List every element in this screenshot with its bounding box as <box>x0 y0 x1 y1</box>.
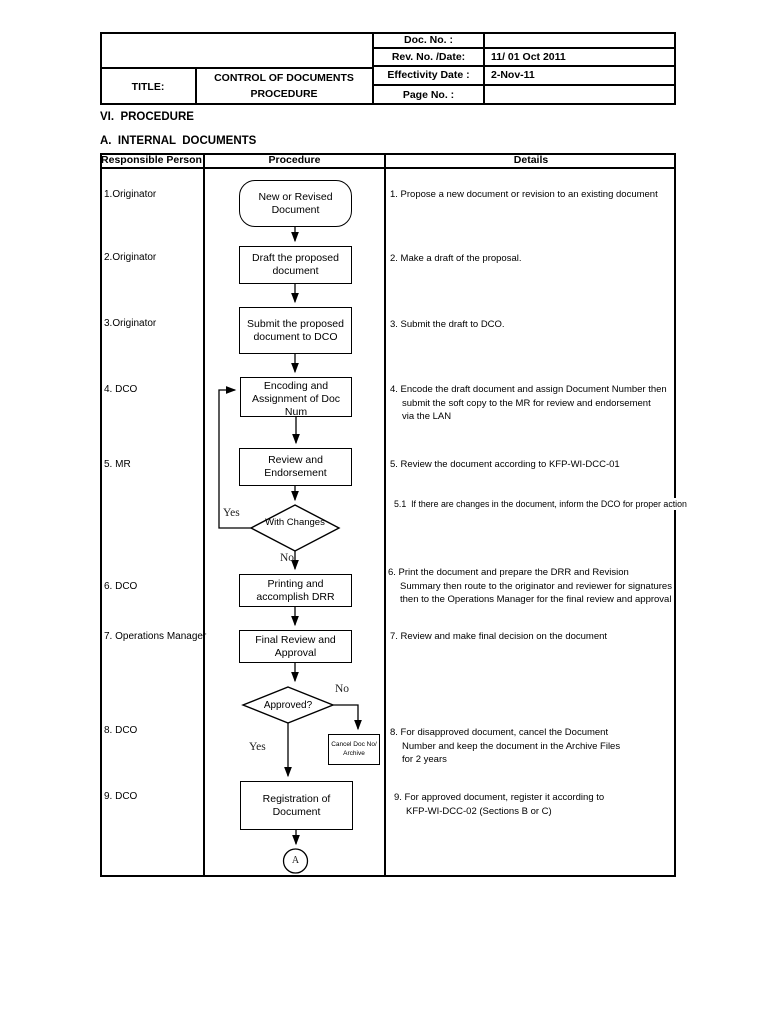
subsection-heading: A. INTERNAL DOCUMENTS <box>100 135 257 147</box>
flow-node-cancel: Cancel Doc No/ Archive <box>328 734 380 765</box>
field-value-effectivity: 2-Nov-11 <box>491 69 535 81</box>
responsible-8: 8. DCO <box>104 725 138 736</box>
flow-node-encoding: Encoding and Assignment of Doc Num <box>240 377 352 417</box>
responsible-3: 3.Originator <box>104 318 157 329</box>
section-heading: VI. PROCEDURE <box>100 111 194 123</box>
detail-line: then to the Operations Manager for the f… <box>400 594 672 605</box>
column-header-details: Details <box>513 154 549 166</box>
detail-line: 8. For disapproved document, cancel the … <box>390 727 609 738</box>
field-value-doc-no <box>485 32 681 48</box>
responsible-1: 1.Originator <box>104 189 157 200</box>
header-row-line-3 <box>372 84 676 86</box>
detail-row-1: 1. Propose a new document or revision to… <box>390 188 658 202</box>
table-header-underline <box>100 167 676 169</box>
detail-line: Number and keep the document in the Arch… <box>402 740 621 752</box>
doc-title-line1: CONTROL OF DOCUMENTS <box>214 71 354 84</box>
flow-node-submit: Submit the proposed document to DCO <box>239 307 352 354</box>
detail-row-8: 8. For disapproved document, cancel the … <box>390 726 620 767</box>
column-header-responsible: Responsible Person <box>101 154 202 166</box>
detail-row-4: 4. Encode the draft document and assign … <box>390 383 667 424</box>
detail-row-5: 5. Review the document according to KFP-… <box>390 458 620 472</box>
field-label-rev-no: Rev. No. /Date: <box>391 50 466 63</box>
detail-line: for 2 years <box>402 754 447 765</box>
field-value-rev-no: 11/ 01 Oct 2011 <box>491 50 566 63</box>
detail-line: 5. Review the document according to KFP-… <box>390 459 620 470</box>
flow-node-review: Review and Endorsement <box>239 448 352 486</box>
detail-row-5-1: 5.1 If there are changes in the document… <box>391 498 690 510</box>
header-title-divider <box>195 68 197 105</box>
yes-label-approved: Yes <box>249 741 266 753</box>
header-row-line-1 <box>372 47 676 49</box>
detail-line: 4. Encode the draft document and assign … <box>390 384 667 395</box>
responsible-4: 4. DCO <box>104 384 138 395</box>
detail-line: 6. Print the document and prepare the DR… <box>388 567 629 578</box>
responsible-2: 2.Originator <box>104 252 157 263</box>
flow-node-printing: Printing and accomplish DRR <box>239 574 352 607</box>
header-label-value-divider <box>483 32 485 105</box>
detail-row-7: 7. Review and make final decision on the… <box>390 630 607 644</box>
column-divider-2 <box>384 153 386 877</box>
detail-row-3: 3. Submit the draft to DCO. <box>390 318 505 332</box>
column-header-procedure: Procedure <box>268 154 321 166</box>
detail-line: 9. For approved document, register it ac… <box>394 792 605 803</box>
responsible-6: 6. DCO <box>104 581 138 592</box>
header-row-line-2 <box>372 65 676 67</box>
responsible-9: 9. DCO <box>104 791 138 802</box>
detail-line: 3. Submit the draft to DCO. <box>390 319 505 330</box>
header-left-row-line <box>100 67 373 69</box>
approved-label: Approved? <box>263 700 313 711</box>
header-divider-vertical <box>372 32 374 105</box>
detail-line: 2. Make a draft of the proposal. <box>390 253 522 264</box>
detail-line: KFP-WI-DCC-02 (Sections B or C) <box>406 805 552 817</box>
flow-node-draft: Draft the proposed document <box>239 246 352 284</box>
flow-node-final-review: Final Review and Approval <box>239 630 352 663</box>
detail-row-2: 2. Make a draft of the proposal. <box>390 252 522 266</box>
no-label-changes: No <box>280 552 295 564</box>
detail-row-9: 9. For approved document, register it ac… <box>394 791 604 818</box>
column-divider-1 <box>203 153 205 877</box>
detail-line: 7. Review and make final decision on the… <box>390 631 608 642</box>
title-label: TITLE: <box>131 80 165 93</box>
detail-line: submit the soft copy to the MR for revie… <box>402 397 651 409</box>
field-label-effectivity: Effectivity Date : <box>387 69 470 81</box>
doc-title-line2: PROCEDURE <box>250 87 318 100</box>
with-changes-label: With Changes <box>265 517 325 528</box>
responsible-7: 7. Operations Manager <box>104 631 207 642</box>
detail-line: Summary then route to the originator and… <box>400 580 672 592</box>
flow-node-start: New or Revised Document <box>239 180 352 227</box>
connector-a-label: A <box>291 855 300 866</box>
responsible-5: 5. MR <box>104 459 131 470</box>
main-table-border <box>100 153 676 877</box>
no-label-approved: No <box>335 683 350 695</box>
field-label-doc-no: Doc. No. : <box>404 34 453 46</box>
detail-row-6: 6. Print the document and prepare the DR… <box>388 566 672 607</box>
field-value-page-no <box>485 85 681 104</box>
detail-line: via the LAN <box>402 411 452 422</box>
flow-node-registration: Registration of Document <box>240 781 353 830</box>
detail-line: 1. Propose a new document or revision to… <box>390 189 658 200</box>
field-label-page-no: Page No. : <box>402 88 455 101</box>
yes-label-changes: Yes <box>223 507 240 519</box>
